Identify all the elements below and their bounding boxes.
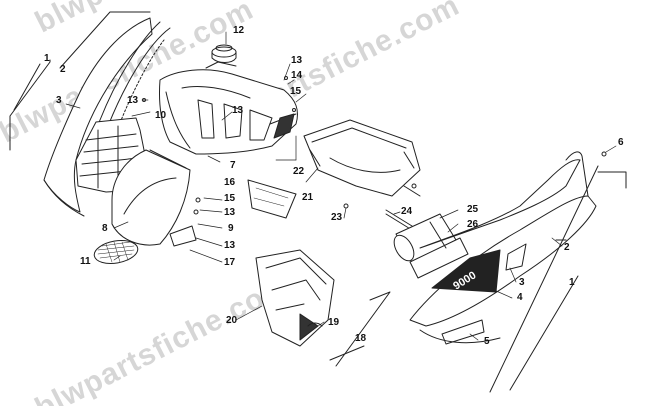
callout-5: 5 — [484, 336, 490, 347]
fuel-cap — [211, 44, 237, 63]
lower-bracket-lines — [329, 291, 391, 367]
lower-hood-part — [111, 149, 191, 246]
callout-14: 14 — [291, 70, 303, 81]
callout-17: 17 — [224, 257, 236, 268]
callout-25: 25 — [467, 204, 479, 215]
callout-22: 22 — [293, 166, 305, 177]
fasteners — [142, 76, 607, 247]
callout-8: 8 — [102, 223, 108, 234]
callout-15: 15 — [224, 193, 236, 204]
callout-1: 1 — [569, 277, 575, 288]
mesh-oval — [93, 240, 139, 264]
callout-21: 21 — [302, 192, 314, 203]
callout-2: 2 — [60, 64, 66, 75]
callout-12: 12 — [233, 25, 245, 36]
callout-16: 16 — [224, 177, 236, 188]
callout-4: 4 — [517, 292, 523, 303]
main-hood — [159, 61, 298, 155]
lower-shroud — [255, 249, 335, 347]
callout-3: 3 — [519, 277, 525, 288]
callout-19: 19 — [328, 317, 340, 328]
callout-3: 3 — [56, 95, 62, 106]
callout-9: 9 — [228, 223, 234, 234]
plate-16 — [247, 179, 297, 219]
tray-22 — [303, 119, 421, 197]
callout-2: 2 — [564, 242, 570, 253]
right-bracket-lines — [489, 165, 627, 393]
callout-13: 13 — [127, 95, 139, 106]
bracket-24 — [385, 185, 421, 231]
callout-24: 24 — [401, 206, 413, 217]
leader-lines — [65, 31, 617, 341]
callout-20: 20 — [226, 315, 238, 326]
callout-18: 18 — [355, 333, 367, 344]
callout-13: 13 — [224, 207, 236, 218]
callout-6: 6 — [618, 137, 624, 148]
callout-13: 13 — [291, 55, 303, 66]
callout-1: 1 — [44, 53, 50, 64]
callout-13: 13 — [224, 240, 236, 251]
callout-7: 7 — [230, 160, 236, 171]
callout-10: 10 — [155, 110, 167, 121]
callout-26: 26 — [467, 219, 479, 230]
right-side-panel — [409, 151, 597, 345]
cylinder-25-26 — [393, 213, 469, 279]
callout-11: 11 — [80, 256, 91, 267]
callout-23: 23 — [331, 212, 343, 223]
callout-15: 15 — [290, 86, 302, 97]
callout-13: 13 — [232, 105, 244, 116]
left-bracket-lines — [9, 11, 151, 151]
